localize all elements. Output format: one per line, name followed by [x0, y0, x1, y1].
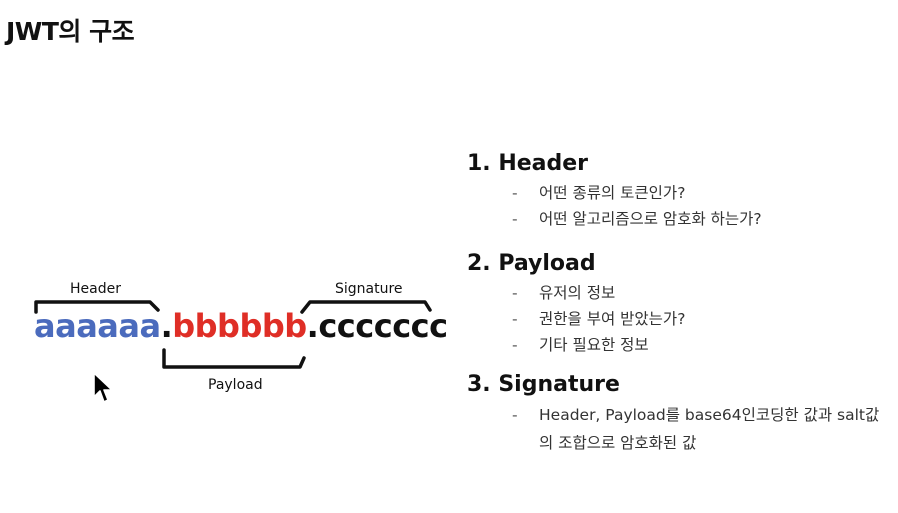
mouse-pointer-icon	[92, 371, 114, 409]
list-item: -어떤 종류의 토큰인가?	[512, 180, 762, 206]
jwt-token-example: aaaaaa.bbbbbb.ccccccc	[34, 310, 448, 342]
jwt-header-segment: aaaaaa	[34, 307, 161, 345]
list-item: -Header, Payload를 base64인코딩한 값과 salt값의 조…	[512, 401, 892, 457]
bullet-dash: -	[512, 310, 518, 328]
list-item: -유저의 정보	[512, 280, 685, 306]
header-bracket	[34, 300, 160, 314]
signature-label: Signature	[335, 281, 403, 297]
bullet-dash: -	[512, 284, 518, 302]
bracket-lines	[34, 300, 432, 369]
section-heading: 1. Header	[467, 151, 589, 176]
payload-label: Payload	[208, 377, 263, 393]
jwt-dot-separator: .	[306, 307, 319, 345]
section-header: 1. Header -어떤 종류의 토큰인가? -어떤 알고리즘으로 암호화 하…	[467, 150, 762, 232]
payload-bracket	[162, 348, 306, 369]
signature-bracket	[300, 300, 432, 314]
page-title: JWT의 구조	[6, 17, 135, 46]
jwt-structure-diagram: Header Signature Payload aaaaaa.bbbbbb.c…	[0, 270, 450, 420]
bullet-dash: -	[512, 336, 518, 354]
list-item: -어떤 알고리즘으로 암호화 하는가?	[512, 206, 762, 232]
jwt-signature-segment: ccccccc	[318, 307, 448, 345]
section-heading: 3. Signature	[467, 372, 620, 397]
bullet-dash: -	[512, 184, 518, 202]
bullet-dash: -	[512, 406, 518, 424]
section-payload: 2. Payload -유저의 정보 -권한을 부여 받았는가? -기타 필요한…	[467, 250, 685, 358]
list-item: -권한을 부여 받았는가?	[512, 306, 685, 332]
section-heading: 2. Payload	[467, 251, 596, 276]
section-signature: 3. Signature -Header, Payload를 base64인코딩…	[467, 371, 892, 457]
header-label: Header	[70, 281, 121, 297]
list-item: -기타 필요한 정보	[512, 332, 685, 358]
jwt-payload-segment: bbbbbb	[172, 307, 307, 345]
bullet-dash: -	[512, 210, 518, 228]
jwt-dot-separator: .	[160, 307, 173, 345]
